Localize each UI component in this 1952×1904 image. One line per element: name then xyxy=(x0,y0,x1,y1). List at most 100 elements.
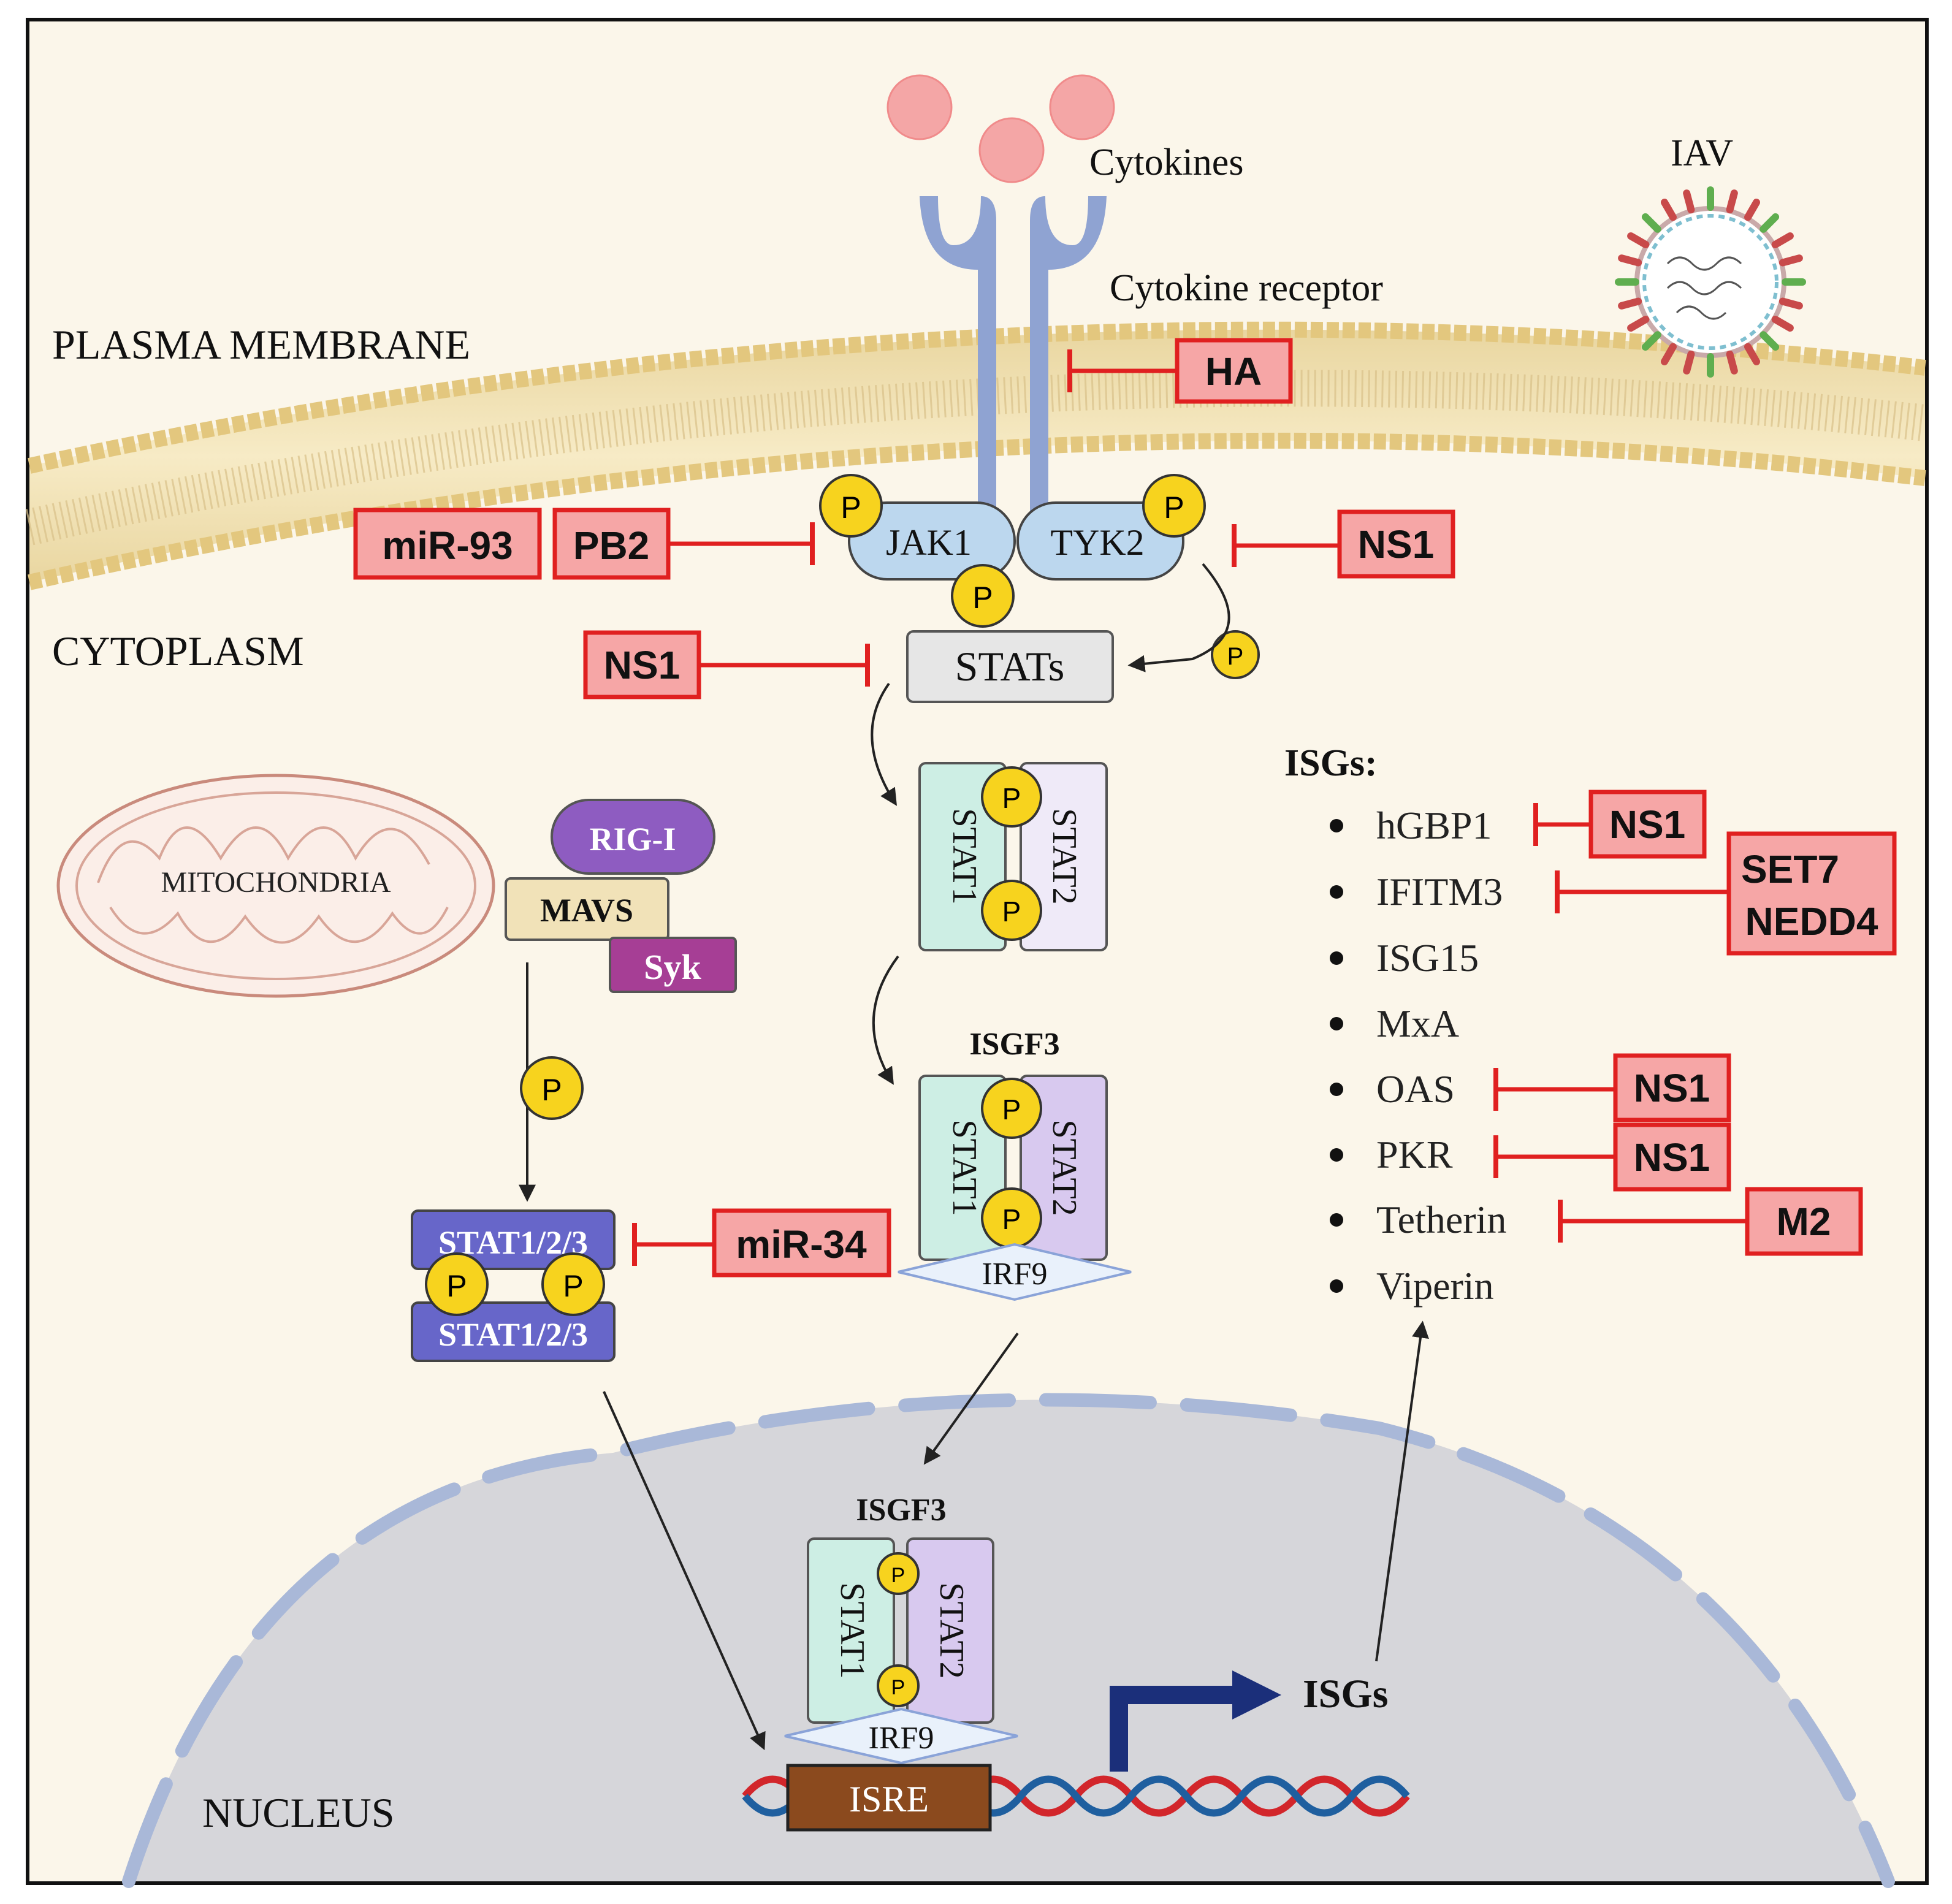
isgf3-label-cytoplasm: ISGF3 xyxy=(969,1027,1059,1062)
stats-to-dimer-arrow xyxy=(871,682,898,806)
nucleus-label: NUCLEUS xyxy=(202,1789,395,1836)
virus-spike xyxy=(1641,331,1661,351)
svg-text:hGBP1: hGBP1 xyxy=(1376,804,1492,847)
iav-virus-icon xyxy=(1615,186,1806,378)
virus-spike xyxy=(1627,232,1650,248)
mavs-protein: MAVS xyxy=(505,877,669,941)
isg-item-tetherin: Tetherin xyxy=(1330,1198,1506,1241)
svg-text:TYK2: TYK2 xyxy=(1050,522,1144,563)
virus-spike xyxy=(1683,189,1695,214)
cytokines xyxy=(886,74,1115,183)
mir93-pb2-inhibition: miR-93 PB2 xyxy=(353,508,815,580)
virus-spike xyxy=(1726,189,1738,214)
virus-spike xyxy=(1683,350,1695,375)
phospho-mavs-path: P xyxy=(520,1056,584,1120)
svg-text:Viperin: Viperin xyxy=(1376,1264,1494,1308)
mitochondria-label: MITOCHONDRIA xyxy=(161,866,391,899)
svg-text:SET7: SET7 xyxy=(1741,847,1839,891)
ns1-pkr-inhibition: NS1 xyxy=(1493,1122,1731,1192)
virus-spike xyxy=(1779,297,1803,310)
svg-text:IRF9: IRF9 xyxy=(869,1721,934,1756)
svg-text:P: P xyxy=(1002,782,1021,814)
isgs-nucleus-label: ISGs xyxy=(1303,1672,1388,1716)
svg-text:STAT2: STAT2 xyxy=(1045,1119,1083,1216)
svg-text:Tetherin: Tetherin xyxy=(1376,1198,1506,1241)
svg-text:NEDD4: NEDD4 xyxy=(1745,899,1878,943)
svg-text:STAT1: STAT1 xyxy=(833,1582,871,1678)
phospho-jak1: P xyxy=(819,474,883,538)
ns1-hgbp1-inhibition: NS1 xyxy=(1533,790,1707,859)
ha-inhibition: HA xyxy=(1067,338,1293,404)
svg-text:P: P xyxy=(891,1676,905,1699)
svg-text:P: P xyxy=(563,1269,583,1303)
svg-text:NS1: NS1 xyxy=(1634,1135,1710,1179)
syk-protein: Syk xyxy=(609,937,737,993)
svg-text:P: P xyxy=(1002,1094,1021,1125)
svg-text:IFITM3: IFITM3 xyxy=(1376,870,1503,913)
svg-text:NS1: NS1 xyxy=(1634,1066,1710,1110)
stat123-dimer: STAT1/2/3 STAT1/2/3 P P xyxy=(411,1209,616,1362)
svg-text:MxA: MxA xyxy=(1376,1002,1459,1045)
svg-text:P: P xyxy=(1164,490,1184,525)
isg-list-title: ISGs: xyxy=(1284,742,1378,784)
isg-item-isg15: ISG15 xyxy=(1330,936,1479,980)
ns1-tyk2-inhibition: NS1 xyxy=(1232,509,1455,579)
isgf3-label-nucleus: ISGF3 xyxy=(856,1493,946,1528)
isgf3-complex-nucleus: STAT1 STAT2 P P IRF9 xyxy=(784,1537,1018,1765)
virus-spike xyxy=(1779,254,1803,267)
isg-item-oas: OAS xyxy=(1330,1067,1455,1111)
virus-spike xyxy=(1661,343,1677,365)
isg-list: hGBP1 IFITM3 ISG15 MxA OAS PKR Tetherin … xyxy=(1330,804,1506,1308)
svg-text:M2: M2 xyxy=(1777,1200,1831,1244)
virus-spike xyxy=(1744,199,1760,221)
dimer-to-isgf3-arrow xyxy=(872,955,899,1085)
svg-text:STAT2: STAT2 xyxy=(1045,808,1083,904)
isre-element: ISRE xyxy=(786,1764,992,1832)
rig-i-protein: RIG-I xyxy=(551,799,715,875)
jak1-protein: JAK1 xyxy=(848,501,1016,581)
stat1-stat2-dimer: STAT1 STAT2 P P xyxy=(918,762,1108,951)
phospho-tyk2: P xyxy=(1142,474,1206,538)
svg-text:STAT1: STAT1 xyxy=(945,808,983,904)
svg-text:P: P xyxy=(972,581,993,615)
svg-text:NS1: NS1 xyxy=(1358,522,1435,566)
stats-protein: STATs xyxy=(906,630,1114,703)
iav-label: IAV xyxy=(1671,132,1733,174)
mir93-label: miR-93 xyxy=(382,524,513,568)
tyk2-to-stats-arrow xyxy=(1127,563,1230,672)
set7-nedd4-inhibition: SET7 NEDD4 xyxy=(1555,831,1897,956)
svg-text:P: P xyxy=(446,1269,467,1303)
cytoplasm-label: CYTOPLASM xyxy=(52,628,304,674)
virus-spike xyxy=(1744,343,1760,365)
svg-text:RIG-I: RIG-I xyxy=(589,821,676,858)
svg-text:MAVS: MAVS xyxy=(540,892,633,929)
virus-spike xyxy=(1618,297,1642,310)
isgf3-to-nucleus-arrow xyxy=(923,1332,1019,1465)
virus-spike xyxy=(1726,350,1738,375)
virus-spike xyxy=(1759,331,1780,351)
pb2-label: PB2 xyxy=(573,524,650,568)
svg-text:P: P xyxy=(1002,1203,1021,1235)
ns1-stats-inhibition: NS1 xyxy=(583,630,870,699)
svg-text:ISG15: ISG15 xyxy=(1376,936,1479,980)
svg-text:P: P xyxy=(891,1564,905,1587)
svg-text:P: P xyxy=(841,490,861,525)
isg-item-pkr: PKR xyxy=(1330,1133,1453,1176)
svg-text:miR-34: miR-34 xyxy=(736,1222,867,1266)
cytokines-label: Cytokines xyxy=(1089,142,1243,183)
mir34-inhibition: miR-34 xyxy=(632,1208,891,1278)
svg-text:STAT1/2/3: STAT1/2/3 xyxy=(438,1316,588,1353)
plasma-membrane-label: PLASMA MEMBRANE xyxy=(52,321,470,368)
svg-text:ISRE: ISRE xyxy=(849,1779,929,1819)
tyk2-protein: TYK2 xyxy=(1016,501,1184,581)
svg-text:STAT2: STAT2 xyxy=(932,1582,970,1678)
cytokine-receptor-label: Cytokine receptor xyxy=(1110,267,1383,309)
stat123-to-isre-arrow xyxy=(603,1391,766,1751)
phospho-transfer: P xyxy=(1211,630,1260,679)
svg-text:OAS: OAS xyxy=(1376,1067,1455,1111)
svg-text:JAK1: JAK1 xyxy=(886,522,972,563)
svg-text:STAT1: STAT1 xyxy=(945,1119,983,1216)
svg-text:STATs: STATs xyxy=(955,643,1065,690)
